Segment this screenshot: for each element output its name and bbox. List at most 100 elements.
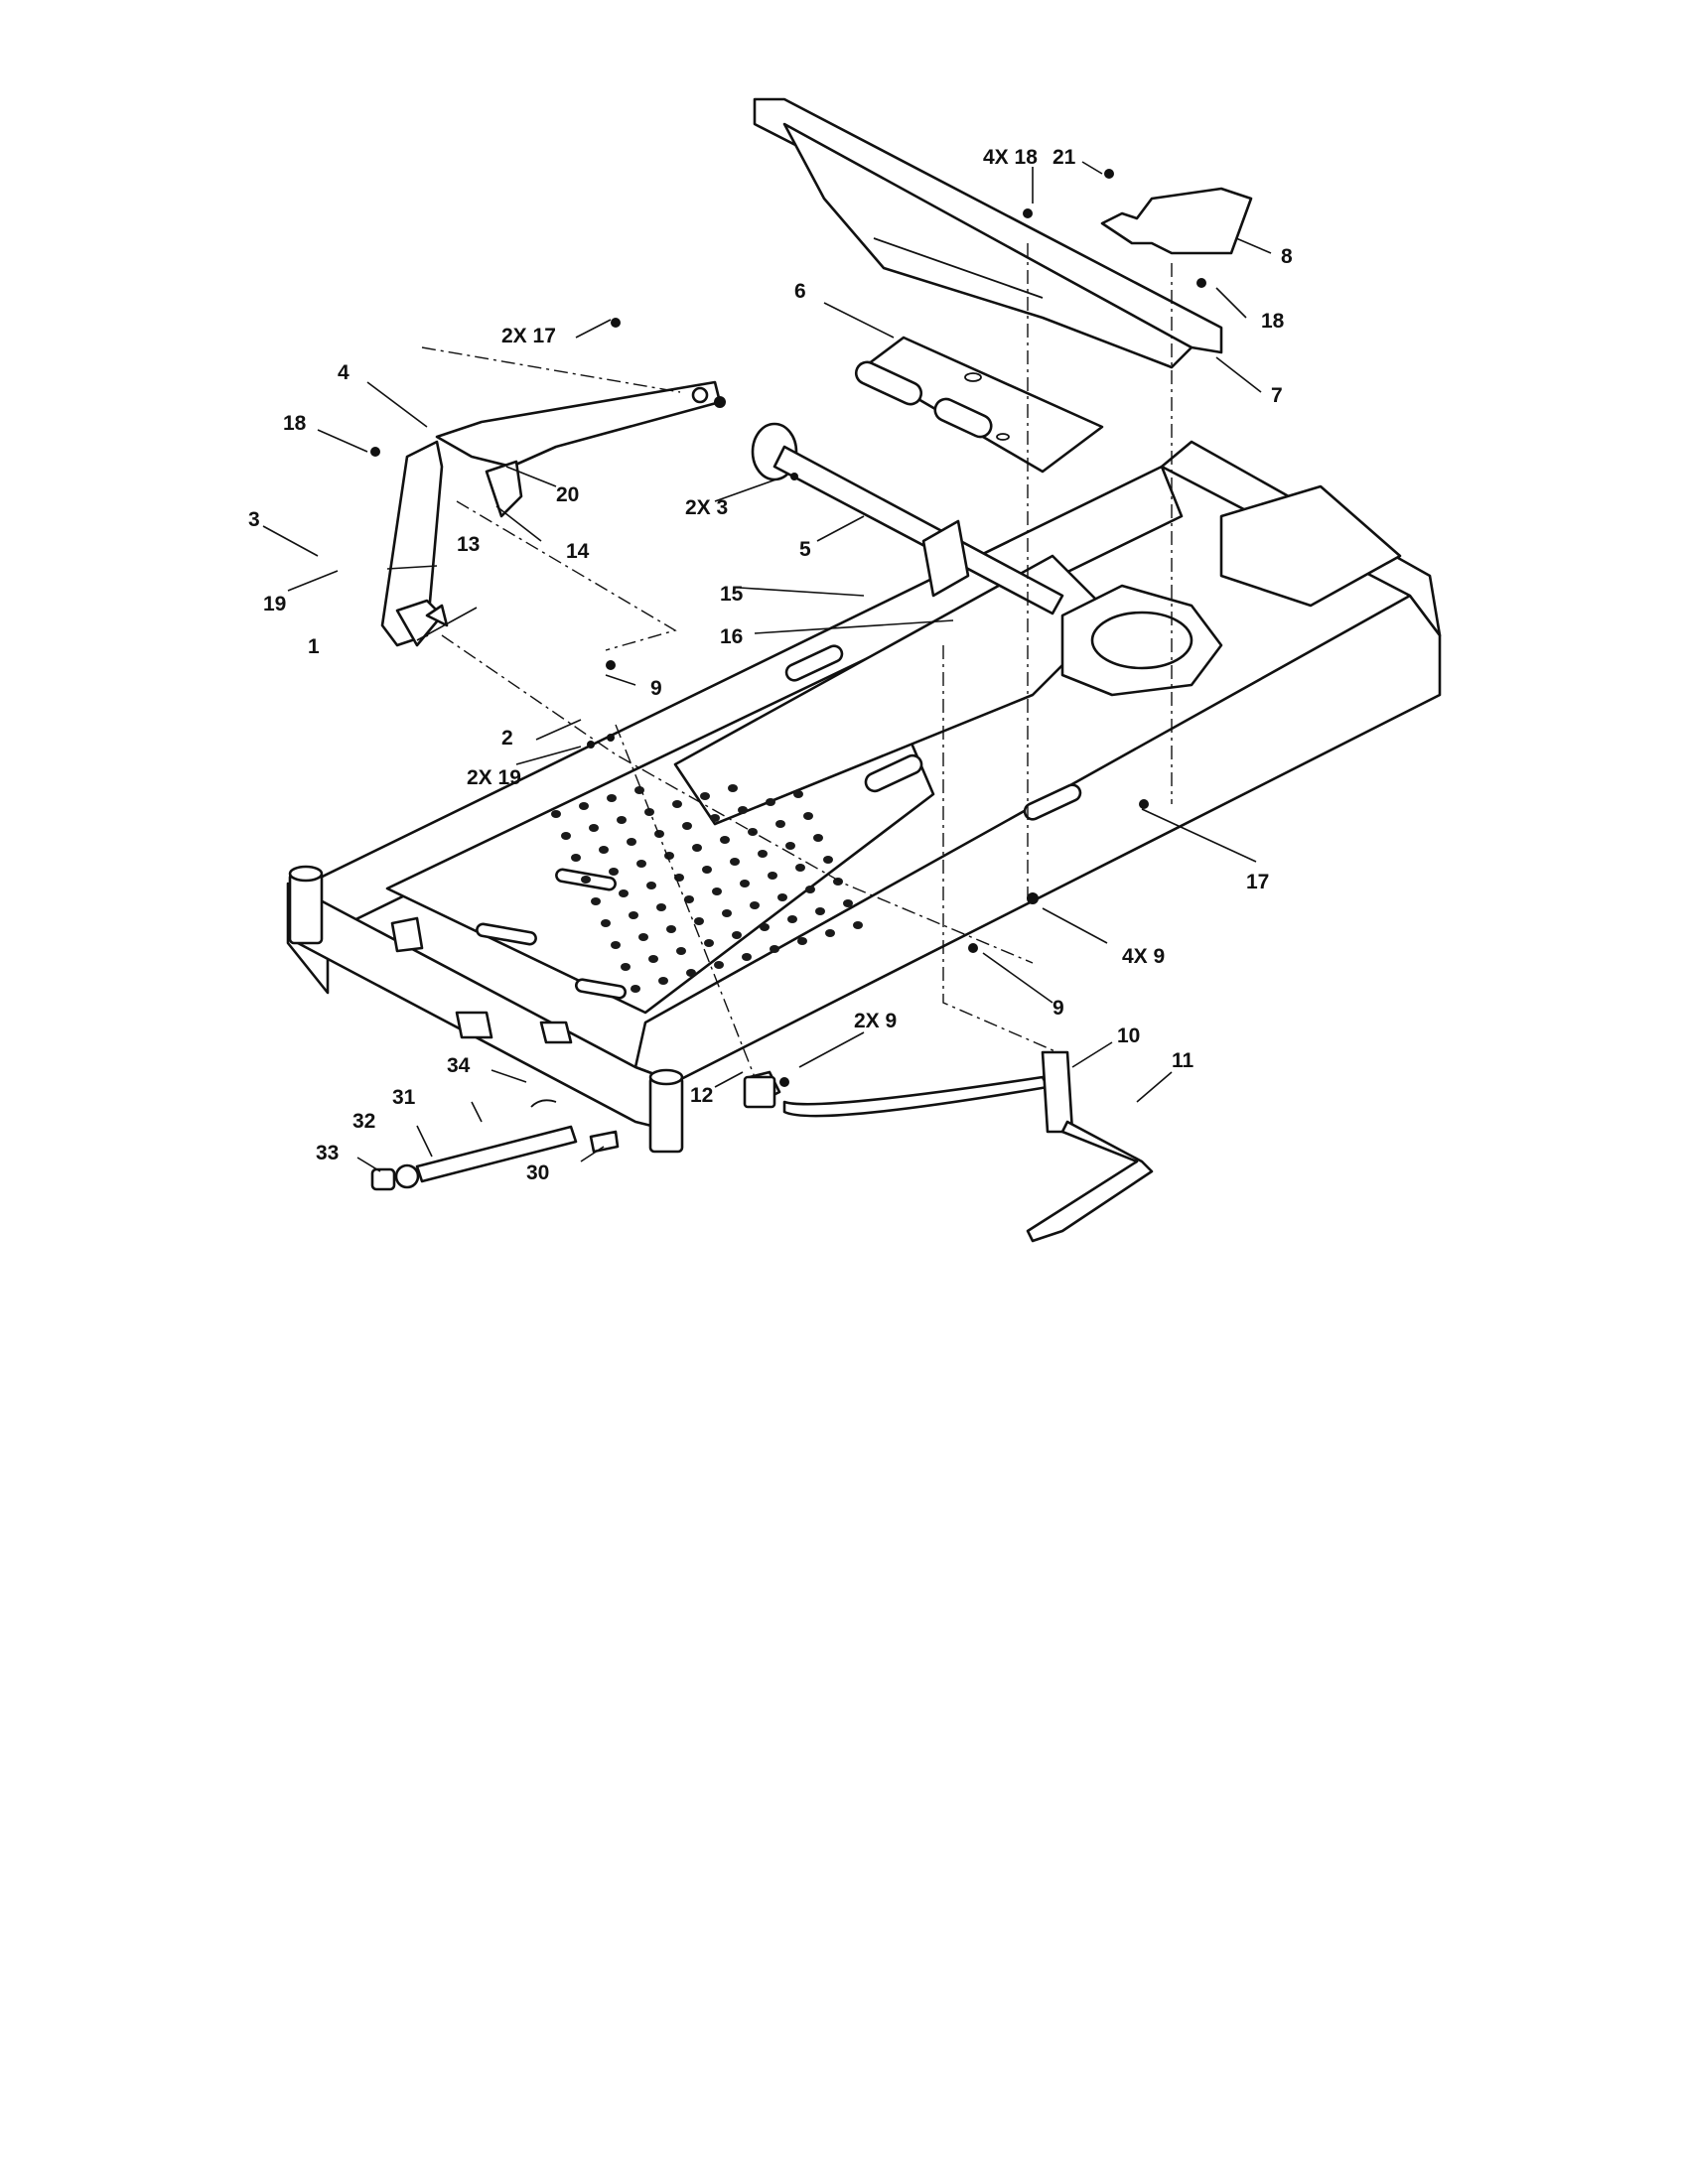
floor-hole bbox=[656, 903, 666, 911]
fasteners bbox=[370, 169, 1206, 1087]
floor-hole bbox=[766, 798, 775, 806]
callout-34: 34 bbox=[447, 1054, 471, 1077]
floor-hole bbox=[638, 933, 648, 941]
floor-hole bbox=[785, 842, 795, 850]
callouts: 4X 18 21 8 18 7 6 2X 17 4 18 20 14 2X 3 … bbox=[248, 146, 1293, 1184]
callout-13: 13 bbox=[457, 533, 480, 556]
floor-hole bbox=[728, 784, 738, 792]
floor-hole bbox=[758, 850, 768, 858]
callout-16: 16 bbox=[720, 625, 743, 648]
callout-31: 31 bbox=[392, 1086, 416, 1109]
callout-2x19: 2X 19 bbox=[467, 766, 521, 789]
floor-hole bbox=[797, 937, 807, 945]
floor-hole bbox=[742, 953, 752, 961]
floor-hole bbox=[730, 858, 740, 866]
callout-8: 8 bbox=[1281, 245, 1293, 268]
floor-hole bbox=[589, 824, 599, 832]
callout-17: 17 bbox=[1246, 871, 1269, 893]
floor-hole bbox=[815, 907, 825, 915]
floor-hole bbox=[631, 985, 640, 993]
floor-hole bbox=[682, 822, 692, 830]
callout-3: 3 bbox=[248, 508, 260, 531]
callout-14: 14 bbox=[566, 540, 590, 563]
callout-18-right: 18 bbox=[1261, 310, 1285, 333]
floor-hole bbox=[813, 834, 823, 842]
plate-8 bbox=[1100, 187, 1253, 255]
floor-hole bbox=[712, 887, 722, 895]
floor-hole bbox=[700, 792, 710, 800]
callout-4x18: 4X 18 bbox=[983, 146, 1038, 169]
floor-hole bbox=[581, 876, 591, 884]
floor-hole bbox=[619, 889, 629, 897]
floor-hole bbox=[617, 816, 627, 824]
callout-19: 19 bbox=[263, 593, 286, 615]
shaft-assembly bbox=[751, 422, 1064, 615]
floor-hole bbox=[750, 901, 760, 909]
callout-4: 4 bbox=[338, 361, 350, 384]
floor-hole bbox=[676, 947, 686, 955]
callout-15: 15 bbox=[720, 583, 744, 606]
floor-hole bbox=[775, 820, 785, 828]
floor-hole bbox=[658, 977, 668, 985]
callout-6: 6 bbox=[794, 280, 806, 303]
floor-hole bbox=[692, 844, 702, 852]
rear-bracket bbox=[753, 97, 1223, 369]
floor-hole bbox=[648, 955, 658, 963]
floor-hole bbox=[805, 886, 815, 893]
floor-hole bbox=[770, 945, 779, 953]
floor-hole bbox=[777, 893, 787, 901]
floor-hole bbox=[803, 812, 813, 820]
floor-hole bbox=[768, 872, 777, 880]
floor-hole bbox=[684, 895, 694, 903]
floor-hole bbox=[634, 786, 644, 794]
floor-hole bbox=[599, 846, 609, 854]
floor-hole bbox=[732, 931, 742, 939]
plate-6 bbox=[854, 336, 1104, 474]
floor-hole bbox=[740, 880, 750, 887]
callout-10: 10 bbox=[1117, 1024, 1140, 1047]
floor-hole bbox=[636, 860, 646, 868]
floor-hole bbox=[825, 929, 835, 937]
floor-hole bbox=[627, 838, 636, 846]
lift-rod bbox=[743, 1050, 1154, 1243]
floor-hole bbox=[591, 897, 601, 905]
floor-hole bbox=[720, 836, 730, 844]
floor-hole bbox=[621, 963, 631, 971]
callout-1: 1 bbox=[308, 635, 320, 658]
floor-hole bbox=[722, 909, 732, 917]
lever-arm bbox=[435, 380, 722, 518]
floor-hole bbox=[853, 921, 863, 929]
callout-12: 12 bbox=[690, 1084, 713, 1107]
callout-2: 2 bbox=[501, 727, 513, 750]
floor-hole bbox=[702, 866, 712, 874]
floor-perforations bbox=[551, 784, 863, 993]
callout-7: 7 bbox=[1271, 384, 1283, 407]
link-parts bbox=[370, 1099, 620, 1191]
callout-9-upper: 9 bbox=[650, 677, 662, 700]
floor-hole bbox=[793, 790, 803, 798]
callout-2x9: 2X 9 bbox=[854, 1010, 897, 1032]
callout-21: 21 bbox=[1052, 146, 1076, 169]
callout-11: 11 bbox=[1172, 1049, 1194, 1072]
callout-2x17: 2X 17 bbox=[501, 325, 556, 347]
callout-30: 30 bbox=[526, 1161, 549, 1184]
floor-hole bbox=[833, 878, 843, 886]
floor-hole bbox=[694, 917, 704, 925]
floor-hole bbox=[551, 810, 561, 818]
callout-33: 33 bbox=[316, 1142, 339, 1164]
floor-hole bbox=[843, 899, 853, 907]
floor-hole bbox=[795, 864, 805, 872]
floor-hole bbox=[601, 919, 611, 927]
floor-hole bbox=[686, 969, 696, 977]
side-plate bbox=[380, 440, 449, 647]
assembly-centerlines bbox=[421, 243, 1173, 1078]
floor-hole bbox=[609, 868, 619, 876]
floor-hole bbox=[607, 794, 617, 802]
callout-4x9: 4X 9 bbox=[1122, 945, 1165, 968]
callout-18-left: 18 bbox=[283, 412, 307, 435]
callout-2x3: 2X 3 bbox=[685, 496, 728, 519]
floor-hole bbox=[787, 915, 797, 923]
floor-hole bbox=[714, 961, 724, 969]
floor-hole bbox=[629, 911, 638, 919]
